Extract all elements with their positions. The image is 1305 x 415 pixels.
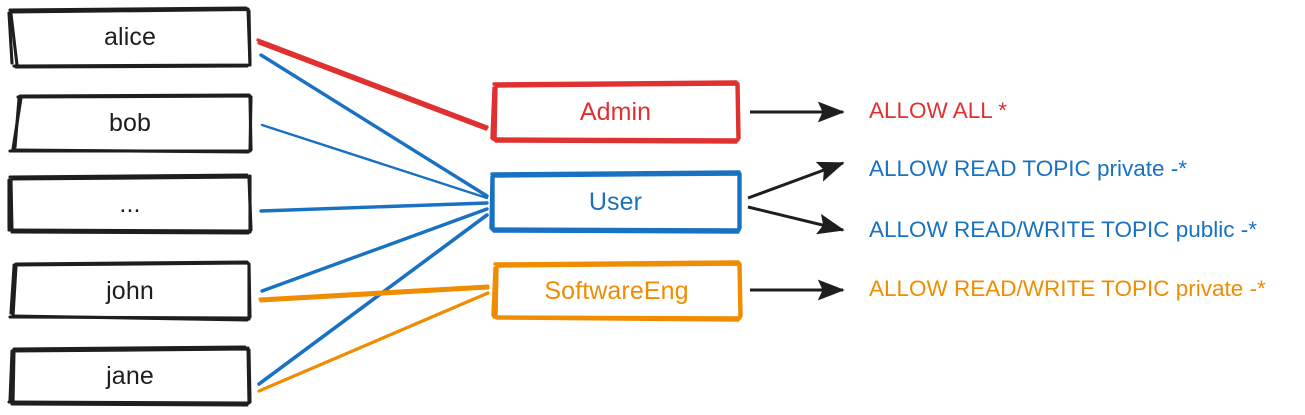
edge-jane-user <box>257 213 489 386</box>
edge-ellipsis-user <box>259 201 489 213</box>
user-box-john[interactable] <box>8 260 252 322</box>
edge-john-softwareeng <box>258 284 490 303</box>
arrow-user-to-allow-readwrite-topic-public <box>747 205 845 235</box>
edge-jane-softwareeng <box>257 291 490 393</box>
edge-john-user <box>260 207 489 293</box>
permission-label-allow-readwrite-topic-public: ALLOW READ/WRITE TOPIC public -* <box>869 217 1258 242</box>
user-box-jane[interactable] <box>7 345 252 407</box>
role-box-admin[interactable] <box>490 80 741 144</box>
role-box-user[interactable] <box>489 170 742 234</box>
arrow-user-to-allow-read-topic-private <box>747 161 845 200</box>
user-box-alice[interactable] <box>7 6 252 69</box>
user-box-bob[interactable] <box>8 93 253 154</box>
permission-label-allow-all: ALLOW ALL * <box>869 98 1007 123</box>
permission-label-allow-readwrite-topic-private: ALLOW READ/WRITE TOPIC private -* <box>869 276 1266 301</box>
permission-label-allow-read-topic-private: ALLOW READ TOPIC private -* <box>869 156 1188 181</box>
edge-alice-admin <box>256 38 489 131</box>
user-box-ellipsis[interactable] <box>7 173 253 235</box>
edge-alice-user <box>259 53 489 198</box>
role-box-softwareeng[interactable] <box>491 260 743 322</box>
edge-bob-user <box>260 123 489 200</box>
